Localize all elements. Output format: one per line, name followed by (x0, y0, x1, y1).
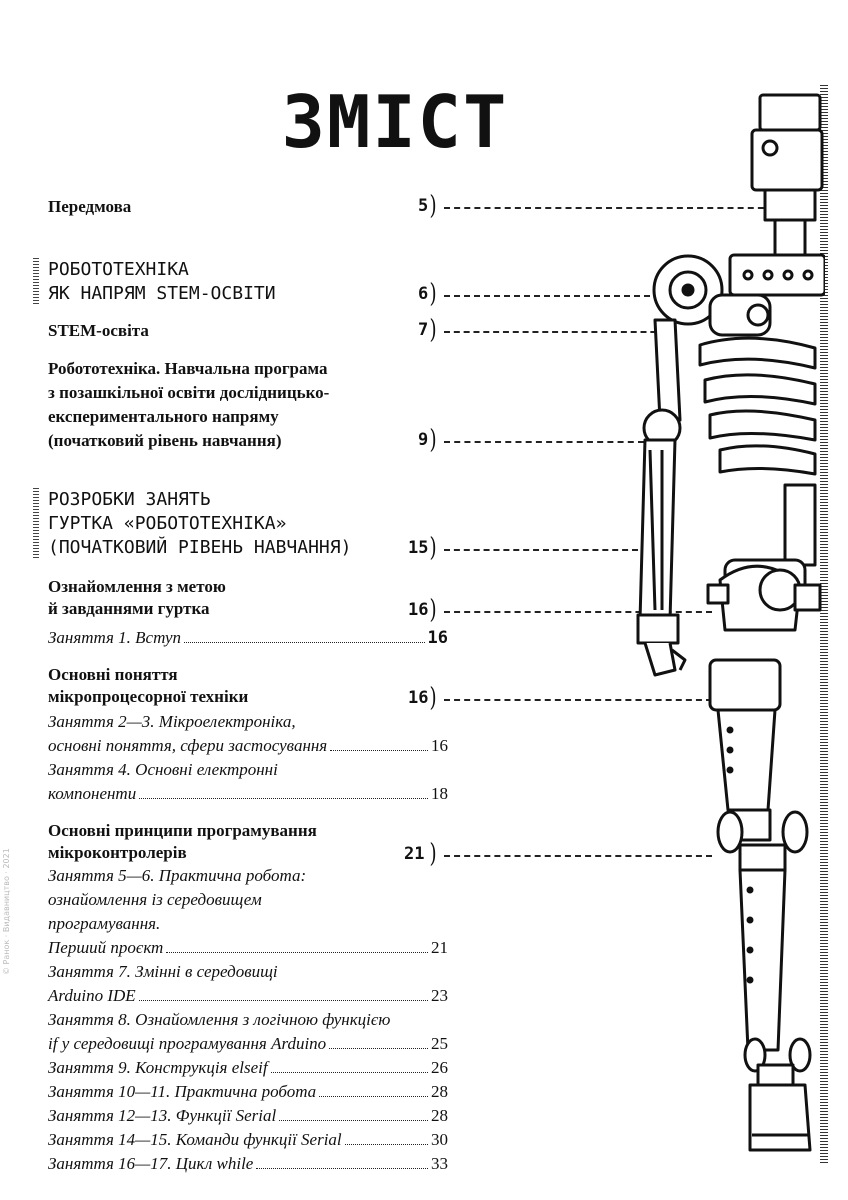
toc-program-line4: (початковий рівень навчання) (48, 431, 282, 450)
ruler-edge (820, 85, 828, 1165)
toc-entry: компоненти 18 (48, 782, 448, 806)
toc-entry-page: 21 (431, 938, 448, 957)
toc-entry: Arduino IDE 23 (48, 984, 448, 1008)
toc-entry: if у середовищі програмування Arduino 25 (48, 1032, 448, 1056)
toc-intro-line1: Ознайомлення з метою (48, 577, 226, 596)
bracket-icon: ) (429, 533, 437, 563)
section1-heading-line1: РОБОТОТЕХНІКА (48, 259, 189, 280)
toc-entry-page: 16 (427, 628, 448, 648)
toc-entry-text: Заняття 5—6. Практична робота: (48, 866, 307, 885)
leader-line (444, 331, 676, 333)
dot-leader (279, 1120, 428, 1121)
toc-preface-label: Передмова (48, 197, 132, 216)
dot-leader (330, 750, 428, 751)
bracket-icon: ) (429, 191, 437, 221)
dot-leader (138, 1000, 428, 1001)
toc-entry-page: 28 (431, 1106, 448, 1125)
toc-entry-text: Заняття 4. Основні електронні (48, 760, 278, 779)
toc-program-line2: з позашкільної освіти дослідницько- (48, 383, 330, 402)
page-title: ЗМІСТ (281, 80, 509, 164)
section-marker (33, 488, 39, 558)
toc-entry: Заняття 9. Конструкція elseif 26 (48, 1056, 448, 1080)
toc-entry: Заняття 14—15. Команди функції Serial 30 (48, 1128, 448, 1152)
section2-heading-line2: ГУРТКА «РОБОТОТЕХНІКА» (48, 513, 287, 534)
toc-entry: Заняття 1. Вступ 16 (48, 626, 448, 650)
leader-line (444, 855, 712, 857)
toc-entry: Заняття 12—13. Функції Serial 28 (48, 1104, 448, 1128)
bracket-icon: ) (429, 839, 437, 869)
toc-entry-text: Заняття 14—15. Команди функції Serial (48, 1130, 342, 1149)
section-marker (33, 258, 39, 304)
leader-line (444, 441, 644, 443)
toc-basics-line1: Основні поняття (48, 665, 178, 684)
leader-line (444, 699, 712, 701)
toc-program-page: 9 (418, 430, 429, 450)
toc-basics-line2: мікропроцесорної техніки (48, 687, 249, 706)
toc-intro-line2: й завданнями гуртка (48, 599, 210, 618)
toc-entry-text: if у середовищі програмування Arduino (48, 1034, 327, 1053)
toc-entry: Перший проєкт 21 (48, 936, 448, 960)
toc-programming-page: 21 (404, 844, 425, 864)
bracket-icon: ) (429, 425, 437, 455)
toc-entry: основні поняття, сфери застосування 16 (48, 734, 448, 758)
toc-programming-line2: мікроконтролерів (48, 843, 187, 862)
dot-leader (184, 642, 425, 643)
dot-leader (166, 952, 428, 953)
toc-entry-page: 30 (431, 1130, 448, 1149)
toc-intro-page: 16 (408, 600, 429, 620)
toc-program-line3: експериментального напряму (48, 407, 279, 426)
toc-entry-page: 23 (431, 986, 448, 1005)
toc-entry: Заняття 10—11. Практична робота 28 (48, 1080, 448, 1104)
toc-entry-text: Заняття 10—11. Практична робота (48, 1082, 317, 1101)
toc-entry-text: ознайомлення із середовищем (48, 890, 262, 909)
toc-entry-text: Заняття 8. Ознайомлення з логічною функц… (48, 1010, 391, 1029)
leader-line (444, 549, 638, 551)
toc-entry-text: програмування. (48, 914, 161, 933)
toc-entry-text: Заняття 16—17. Цикл while (48, 1154, 254, 1173)
leader-line (444, 295, 670, 297)
leader-line (444, 207, 774, 209)
bracket-icon: ) (429, 279, 437, 309)
section2-heading-line3: (ПОЧАТКОВИЙ РІВЕНЬ НАВЧАННЯ) (48, 537, 352, 558)
toc-stem-page: 7 (418, 320, 429, 340)
toc-entry-text: Заняття 1. Вступ (48, 628, 181, 647)
toc-entry-text: основні поняття, сфери застосування (48, 736, 328, 755)
toc-entry-text: Заняття 12—13. Функції Serial (48, 1106, 277, 1125)
section1-page: 6 (418, 284, 429, 304)
toc-entry: Заняття 16—17. Цикл while 33 (48, 1152, 448, 1176)
watermark: © Ранок · Видавництво · 2021 (2, 848, 11, 975)
dot-leader (344, 1144, 428, 1145)
bracket-icon: ) (429, 315, 437, 345)
dot-leader (319, 1096, 428, 1097)
bracket-icon: ) (429, 595, 437, 625)
toc-entry-text: Заняття 7. Змінні в середовищі (48, 962, 278, 981)
toc-program-line1: Робототехніка. Навчальна програма (48, 359, 328, 378)
toc-stem-label: STEM-освіта (48, 321, 149, 340)
toc-entry-text: Заняття 9. Конструкція elseif (48, 1058, 268, 1077)
toc-entry-text: компоненти (48, 784, 137, 803)
section1-heading-line2: ЯК НАПРЯМ STEM-ОСВІТИ (48, 283, 276, 304)
toc-entry-text: Заняття 2—3. Мікроелектроніка, (48, 712, 296, 731)
section2-heading-line1: РОЗРОБКИ ЗАНЯТЬ (48, 489, 211, 510)
section2-page: 15 (408, 538, 429, 558)
toc-entry-page: 18 (431, 784, 448, 803)
toc-preface-page: 5 (418, 196, 429, 216)
toc-entry-text: Arduino IDE (48, 986, 136, 1005)
dot-leader (329, 1048, 428, 1049)
toc-programming-line1: Основні принципи програмування (48, 821, 317, 840)
toc-entry-text: Перший проєкт (48, 938, 164, 957)
bracket-icon: ) (429, 683, 437, 713)
robot-illustration (636, 93, 825, 1152)
toc-entry-page: 33 (431, 1154, 448, 1173)
dot-leader (139, 798, 428, 799)
dot-leader (256, 1168, 428, 1169)
leader-line (444, 611, 712, 613)
toc-entry-page: 28 (431, 1082, 448, 1101)
dot-leader (270, 1072, 428, 1073)
toc-entry-page: 25 (431, 1034, 448, 1053)
toc-entry-page: 16 (431, 736, 448, 755)
toc-basics-page: 16 (408, 688, 429, 708)
toc-entry-page: 26 (431, 1058, 448, 1077)
